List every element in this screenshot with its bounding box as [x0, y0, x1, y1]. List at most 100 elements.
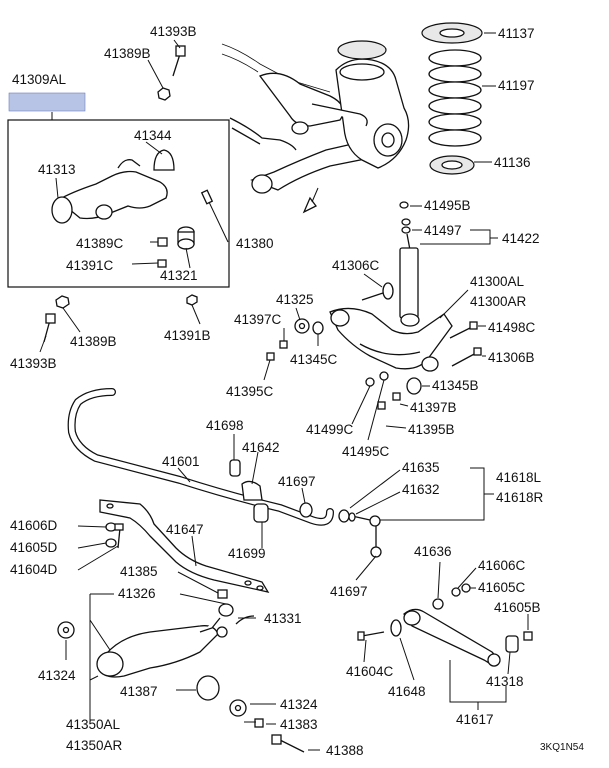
washer-41497	[401, 218, 411, 234]
nut-41397B	[392, 392, 401, 401]
part-number-highlight	[8, 92, 86, 112]
bushing-41697-top	[299, 502, 313, 518]
label-41383: 41383	[280, 717, 318, 732]
lower-arm-41350	[96, 617, 228, 678]
washer-41325	[294, 318, 310, 334]
label-41499C: 41499C	[306, 422, 354, 437]
bolt-41606C	[451, 587, 461, 597]
nut-41397C	[279, 340, 288, 349]
clip-41380	[200, 189, 214, 205]
nut-41385	[217, 589, 228, 599]
bolt-41306C	[361, 282, 394, 301]
label-41647: 41647	[166, 522, 204, 537]
label-41306B: 41306B	[488, 350, 535, 365]
label-41605D: 41605D	[10, 540, 58, 555]
label-41618R: 41618R	[496, 490, 544, 505]
bushing-41326	[218, 603, 234, 617]
bushing-41698	[229, 459, 241, 477]
label-41604C: 41604C	[346, 664, 394, 679]
upper-arm-group-box	[7, 112, 230, 288]
label-41699: 41699	[228, 546, 266, 561]
label-41350AL: 41350AL	[66, 717, 121, 732]
bushing-41387	[196, 675, 220, 701]
label-41648: 41648	[388, 684, 426, 699]
label-41636: 41636	[414, 544, 452, 559]
shock-absorber-41422	[399, 233, 420, 327]
label-41324-bottom: 41324	[280, 697, 318, 712]
label-41389B-top: 41389B	[104, 46, 151, 61]
label-41697-top: 41697	[278, 474, 316, 489]
label-41344: 41344	[134, 128, 172, 143]
bolt-41604D	[114, 523, 124, 549]
label-41395B: 41395B	[408, 422, 455, 437]
washer-41636	[432, 598, 444, 610]
washer-41648	[390, 619, 402, 637]
washer-41499C	[365, 377, 375, 387]
label-41345C: 41345C	[290, 352, 338, 367]
label-41350AR: 41350AR	[66, 738, 123, 753]
bolt-41306B	[451, 347, 482, 367]
nut-41391C	[157, 259, 167, 268]
label-41635: 41635	[402, 460, 440, 475]
label-41325: 41325	[276, 292, 314, 307]
washer-41324-bottom	[229, 699, 247, 717]
bracket-41642	[241, 480, 263, 501]
label-41391B: 41391B	[164, 328, 211, 343]
bolt-41604C	[357, 631, 385, 641]
label-41395C: 41395C	[226, 384, 274, 399]
rear-knuckle-assembly	[221, 40, 410, 214]
bolt-41498C	[449, 321, 478, 339]
washer-41345B	[406, 377, 422, 395]
nut-41389B-bottom	[55, 295, 70, 309]
coil-spring-41197	[428, 49, 482, 147]
label-41331: 41331	[264, 611, 302, 626]
nut-41383	[254, 718, 264, 728]
spring-seat-41136	[429, 155, 475, 175]
label-41606D: 41606D	[10, 518, 58, 533]
label-41197: 41197	[498, 78, 535, 93]
label-41387: 41387	[120, 684, 158, 699]
label-41632: 41632	[402, 482, 440, 497]
washer-41495B	[399, 201, 409, 209]
label-41385: 41385	[120, 564, 158, 579]
label-41698: 41698	[206, 418, 244, 433]
label-41397B: 41397B	[410, 400, 457, 415]
label-41309AL: 41309AL	[12, 72, 67, 87]
label-41604D: 41604D	[10, 562, 58, 577]
label-41498C: 41498C	[488, 320, 536, 335]
label-41697-bottom: 41697	[330, 584, 368, 599]
label-41606C: 41606C	[478, 558, 526, 573]
nut-41389C	[157, 237, 168, 247]
label-41605B: 41605B	[494, 600, 541, 615]
dust-boot-41344	[153, 149, 175, 171]
bushing-41632	[348, 512, 356, 522]
bolt-41393B-top	[172, 45, 186, 77]
label-41318: 41318	[486, 674, 524, 689]
label-41306C: 41306C	[332, 258, 380, 273]
cotter-41331	[235, 615, 255, 625]
label-41136: 41136	[494, 155, 531, 170]
label-41497: 41497	[424, 223, 462, 238]
label-41380: 41380	[236, 236, 274, 251]
label-41605C: 41605C	[478, 580, 526, 595]
label-41618L: 41618L	[496, 470, 542, 485]
label-41495C: 41495C	[342, 444, 390, 459]
lower-arm-41300	[329, 307, 453, 372]
washer-41495C	[379, 371, 389, 381]
label-41324-top: 41324	[38, 668, 76, 683]
label-41388: 41388	[326, 743, 364, 758]
label-41321: 41321	[160, 268, 198, 283]
label-41601: 41601	[162, 454, 200, 469]
leader-lines	[39, 32, 529, 751]
bolt-41388	[271, 734, 305, 753]
nut-41605B	[523, 631, 533, 641]
washer-41345C	[312, 321, 324, 335]
label-41642: 41642	[242, 440, 280, 455]
label-41300AR: 41300AR	[470, 294, 527, 309]
bushing-41321	[177, 226, 195, 250]
label-41393B-top: 41393B	[150, 24, 197, 39]
nut-41389B-top	[157, 87, 171, 101]
label-41300AL: 41300AL	[470, 274, 525, 289]
upper-arm-41313	[51, 159, 168, 224]
